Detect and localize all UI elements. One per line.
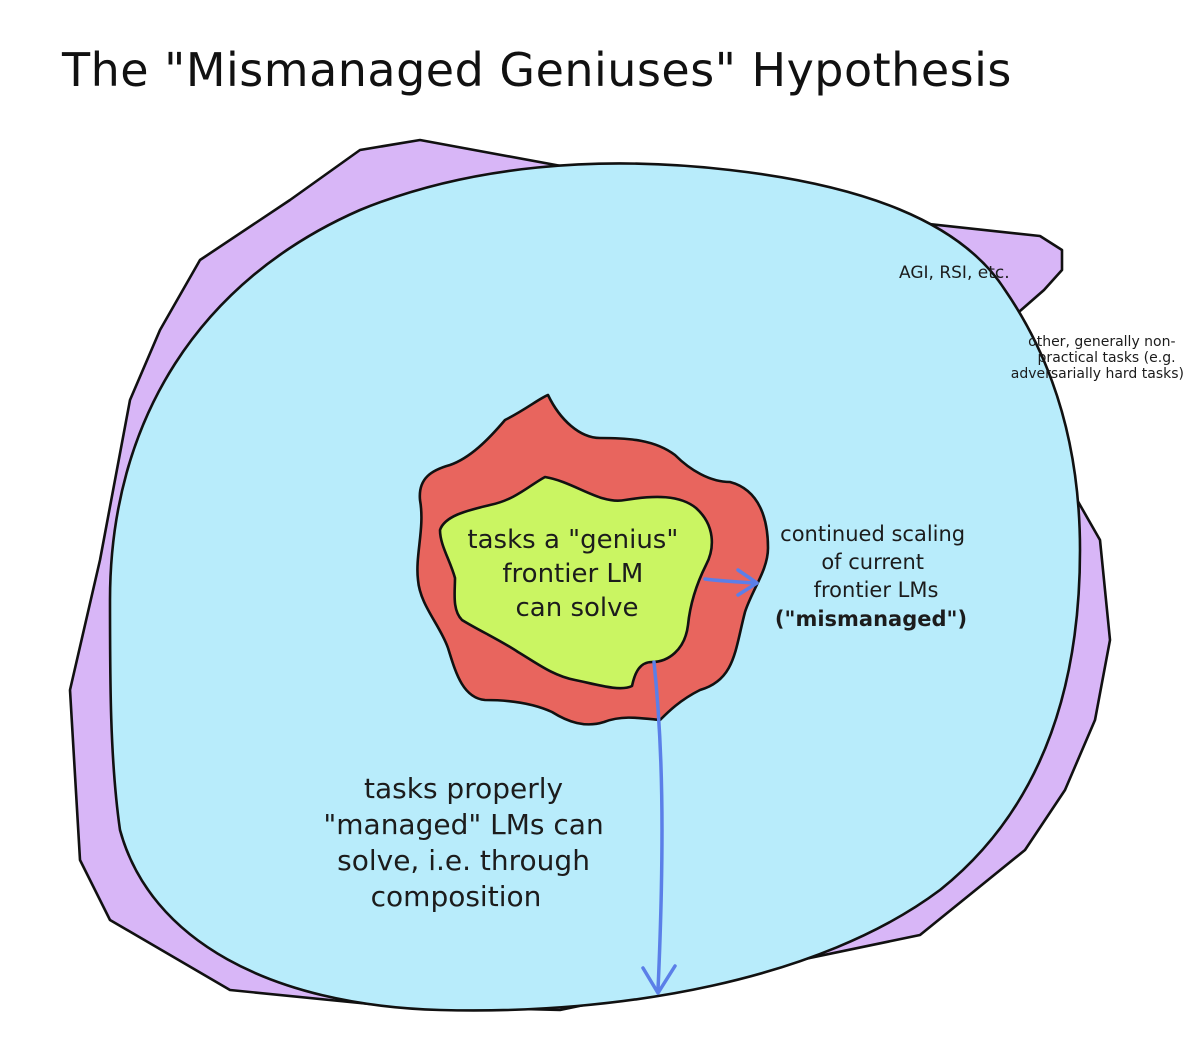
label-managed-lms: tasks properly "managed" LMs can solve, … xyxy=(323,772,612,913)
label-other-tasks: other, generally non- practical tasks (e… xyxy=(1011,334,1184,382)
label-agi-rsi: AGI, RSI, etc. xyxy=(899,263,1010,283)
region-genius-frontier-lm xyxy=(438,475,714,690)
arrow-scaling xyxy=(703,568,759,597)
label-continued-scaling: continued scaling of current frontier LM… xyxy=(780,522,972,602)
label-mismanaged: ("mismanaged") xyxy=(775,607,967,631)
arrow-composition xyxy=(641,660,677,995)
label-genius-frontier-lm: tasks a "genius" frontier LM can solve xyxy=(467,525,686,623)
diagram-title: The "Mismanaged Geniuses" Hypothesis xyxy=(61,43,1012,97)
